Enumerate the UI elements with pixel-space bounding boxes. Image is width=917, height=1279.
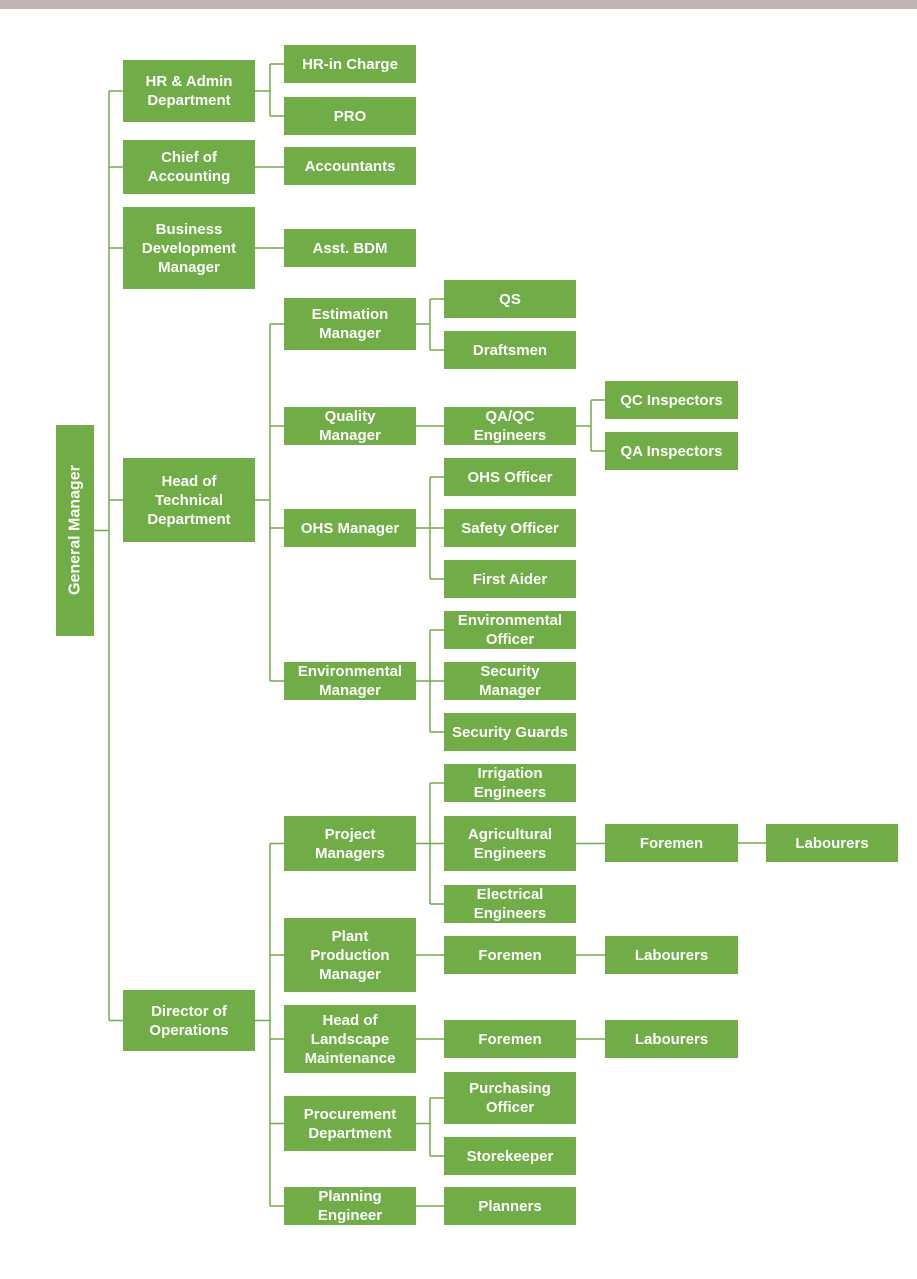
node-planning-engineer: Planning Engineer: [284, 1187, 416, 1225]
node-agricultural-engineers: Agricultural Engineers: [444, 816, 576, 871]
node-purchasing-officer: Purchasing Officer: [444, 1072, 576, 1124]
node-business-development-manager: Business Development Manager: [123, 207, 255, 289]
node-qc-inspectors: QC Inspectors: [605, 381, 738, 419]
node-ohs-manager: OHS Manager: [284, 509, 416, 547]
node-accountants: Accountants: [284, 147, 416, 185]
node-electrical-engineers: Electrical Engineers: [444, 885, 576, 923]
node-estimation-manager: Estimation Manager: [284, 298, 416, 350]
node-draftsmen: Draftsmen: [444, 331, 576, 369]
node-hr-admin-department: HR & Admin Department: [123, 60, 255, 122]
node-general-manager: General Manager: [56, 425, 94, 636]
node-head-of-landscape-maintenance: Head of Landscape Maintenance: [284, 1005, 416, 1073]
node-environmental-manager: Environmental Manager: [284, 662, 416, 700]
node-security-manager: Security Manager: [444, 662, 576, 700]
node-foremen-project: Foremen: [605, 824, 738, 862]
node-asst-bdm: Asst. BDM: [284, 229, 416, 267]
node-foremen-landscape: Foremen: [444, 1020, 576, 1058]
top-border-bar: [0, 0, 917, 9]
node-plant-production-manager: Plant Production Manager: [284, 918, 416, 992]
node-irrigation-engineers: Irrigation Engineers: [444, 764, 576, 802]
node-environmental-officer: Environmental Officer: [444, 611, 576, 649]
node-quality-manager: Quality Manager: [284, 407, 416, 445]
node-ohs-officer: OHS Officer: [444, 458, 576, 496]
node-first-aider: First Aider: [444, 560, 576, 598]
node-qa-qc-engineers: QA/QC Engineers: [444, 407, 576, 445]
node-procurement-department: Procurement Department: [284, 1096, 416, 1151]
node-qa-inspectors: QA Inspectors: [605, 432, 738, 470]
node-qs: QS: [444, 280, 576, 318]
node-foremen-plant: Foremen: [444, 936, 576, 974]
node-labourers-landscape: Labourers: [605, 1020, 738, 1058]
node-hr-in-charge: HR-in Charge: [284, 45, 416, 83]
node-labourers-plant: Labourers: [605, 936, 738, 974]
node-safety-officer: Safety Officer: [444, 509, 576, 547]
node-chief-of-accounting: Chief of Accounting: [123, 140, 255, 194]
node-pro: PRO: [284, 97, 416, 135]
node-head-of-technical-department: Head of Technical Department: [123, 458, 255, 542]
node-director-of-operations: Director of Operations: [123, 990, 255, 1051]
node-planners: Planners: [444, 1187, 576, 1225]
node-project-managers: Project Managers: [284, 816, 416, 871]
node-labourers-project: Labourers: [766, 824, 898, 862]
node-storekeeper: Storekeeper: [444, 1137, 576, 1175]
node-security-guards: Security Guards: [444, 713, 576, 751]
